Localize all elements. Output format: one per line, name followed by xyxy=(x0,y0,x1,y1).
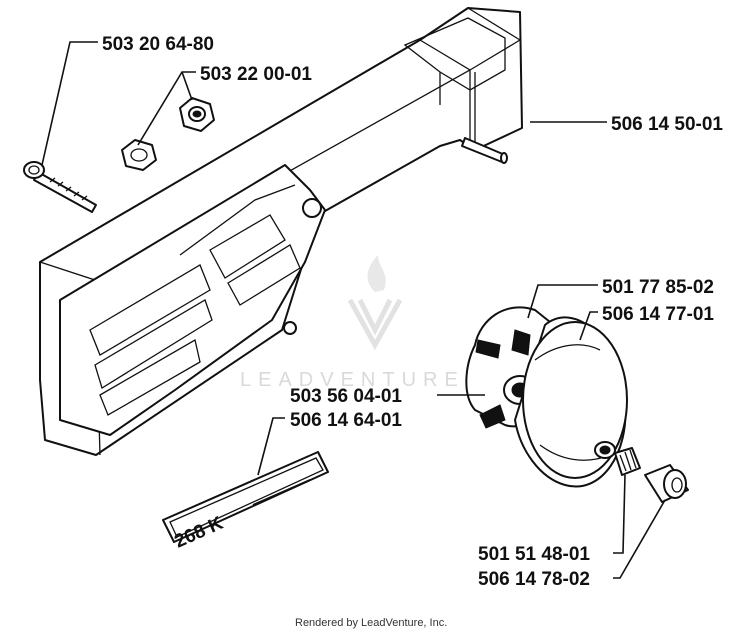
watermark: LEADVENTURE xyxy=(240,255,465,391)
label-clutch-spring: 501 77 85-02 xyxy=(602,277,714,298)
leader-lines xyxy=(41,41,666,579)
part-labels: 503 20 64-80 503 22 00-01 506 14 50-01 5… xyxy=(102,34,723,590)
label-clutch-cover: 506 14 50-01 xyxy=(611,114,723,135)
leadventure-logo-icon xyxy=(347,255,403,351)
label-clutch-drum: 506 14 77-01 xyxy=(602,304,714,325)
label-decal: 506 14 64-01 xyxy=(290,410,402,431)
label-clutch-hub: 503 56 04-01 xyxy=(290,386,402,407)
credit-text: Rendered by LeadVenture, Inc. xyxy=(295,617,447,629)
screw xyxy=(23,161,97,213)
watermark-text: LEADVENTURE xyxy=(240,369,465,391)
label-spacer: 506 14 78-02 xyxy=(478,569,590,590)
nut-pair xyxy=(121,97,215,171)
label-nut: 503 22 00-01 xyxy=(200,64,312,85)
label-screw: 503 20 64-80 xyxy=(102,34,214,55)
decal: 268 K xyxy=(162,451,329,553)
spacer xyxy=(644,464,689,503)
clutch-cover xyxy=(39,7,523,456)
clutch-drum xyxy=(514,316,628,488)
needle-bearing xyxy=(614,447,641,476)
label-needle-bearing: 501 51 48-01 xyxy=(478,544,590,565)
